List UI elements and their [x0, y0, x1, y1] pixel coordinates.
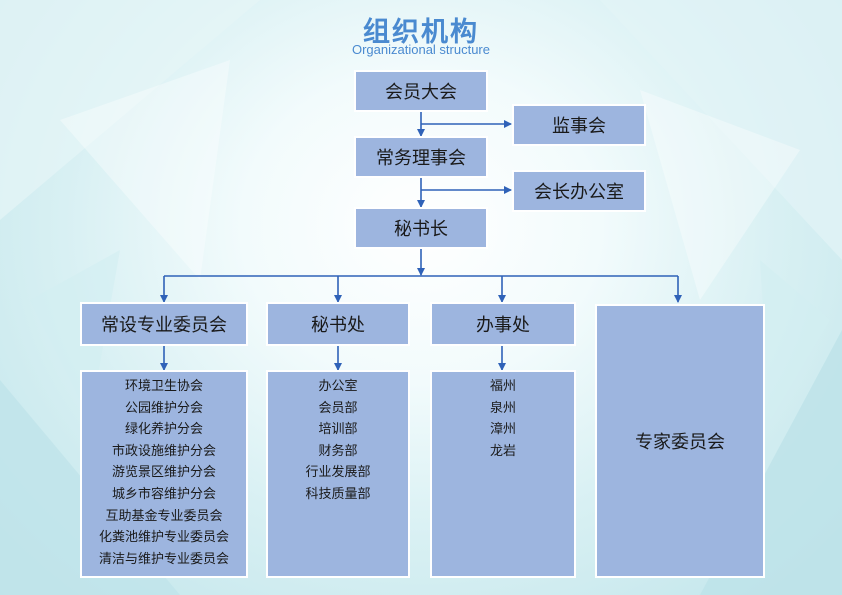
page-subtitle: Organizational structure: [351, 42, 490, 57]
list-item: 漳州: [489, 422, 516, 438]
list-item: 财务部: [318, 443, 358, 459]
node-president-office: 会长办公室: [512, 170, 646, 212]
list-item: 化粪池维护专业委员会: [98, 530, 229, 546]
node-standing-council: 常务理事会: [354, 136, 488, 178]
list-item: 福州: [489, 379, 516, 394]
list-item: 龙岩: [489, 443, 516, 459]
list-item: 绿化养护分会: [124, 422, 203, 438]
list-item: 科技质量部: [305, 486, 371, 502]
list-item: 市政设施维护分会: [111, 443, 216, 459]
list-item: 办公室: [318, 379, 358, 394]
office-list-box: 福州 泉州 漳州 龙岩: [430, 370, 576, 578]
node-office: 办事处: [430, 302, 576, 346]
node-supervisory-board: 监事会: [512, 104, 646, 146]
list-item: 培训部: [318, 422, 358, 438]
list-item: 会员部: [318, 400, 358, 416]
node-general-assembly: 会员大会: [354, 70, 488, 112]
list-item: 公园维护分会: [124, 400, 203, 416]
page-title: 组织机构: [363, 17, 479, 48]
committees-list-box: 环境卫生协会 公园维护分会 绿化养护分会 市政设施维护分会 游览景区维护分会 城…: [80, 370, 248, 578]
node-expert-committee: 专家委员会: [595, 304, 765, 578]
list-item: 泉州: [489, 400, 516, 416]
node-standing-committees: 常设专业委员会: [80, 302, 248, 346]
node-secretariat: 秘书处: [266, 302, 410, 346]
secretariat-list-box: 办公室 会员部 培训部 财务部 行业发展部 科技质量部: [266, 370, 410, 578]
list-item: 环境卫生协会: [124, 379, 203, 394]
list-item: 互助基金专业委员会: [105, 508, 223, 524]
node-secretary-general: 秘书长: [354, 207, 488, 249]
list-item: 行业发展部: [305, 465, 371, 481]
list-item: 游览景区维护分会: [111, 465, 216, 481]
list-item: 城乡市容维护分会: [111, 486, 216, 502]
list-item: 清洁与维护专业委员会: [98, 551, 229, 567]
